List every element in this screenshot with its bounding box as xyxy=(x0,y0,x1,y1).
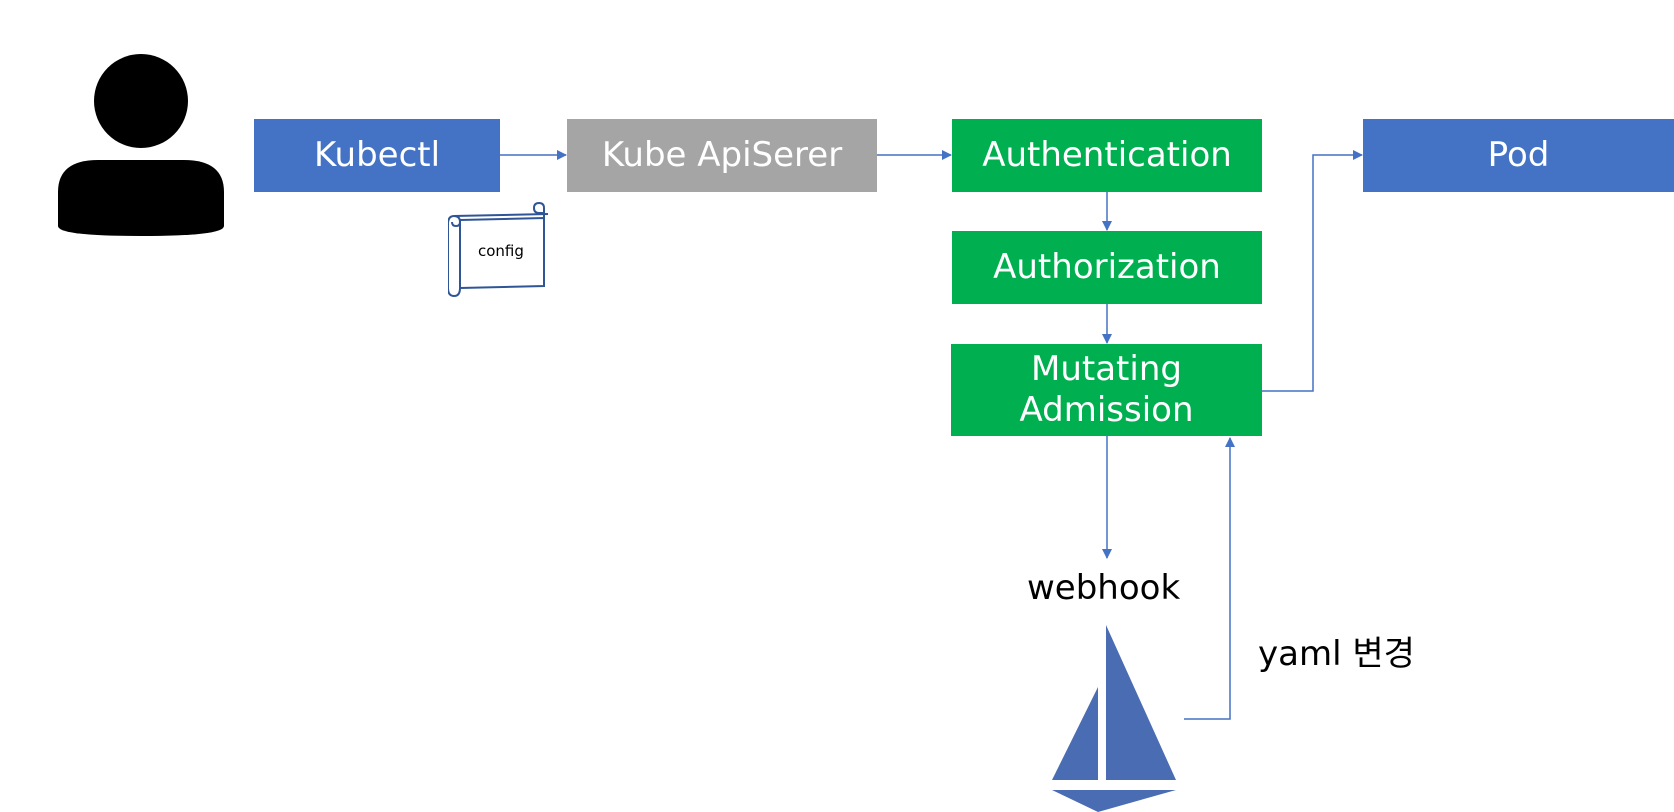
kubectl-node: Kubectl xyxy=(254,119,500,192)
scroll-icon xyxy=(448,202,549,298)
yaml-change-label: yaml 변경 xyxy=(1258,634,1415,674)
pod-node: Pod xyxy=(1363,119,1674,192)
mutating-admission-node: Mutating Admission xyxy=(951,344,1262,436)
authorization-node: Authorization xyxy=(952,231,1262,304)
connector-mutating-pod xyxy=(1262,150,1363,392)
webhook-label: webhook xyxy=(1027,568,1181,608)
apiserver-node: Kube ApiSerer xyxy=(567,119,877,192)
connector-istio-mutating xyxy=(1184,437,1235,720)
config-label: config xyxy=(478,242,524,260)
istio-sail-icon xyxy=(1052,625,1176,812)
authentication-node: Authentication xyxy=(952,119,1262,192)
person-icon xyxy=(58,54,224,236)
